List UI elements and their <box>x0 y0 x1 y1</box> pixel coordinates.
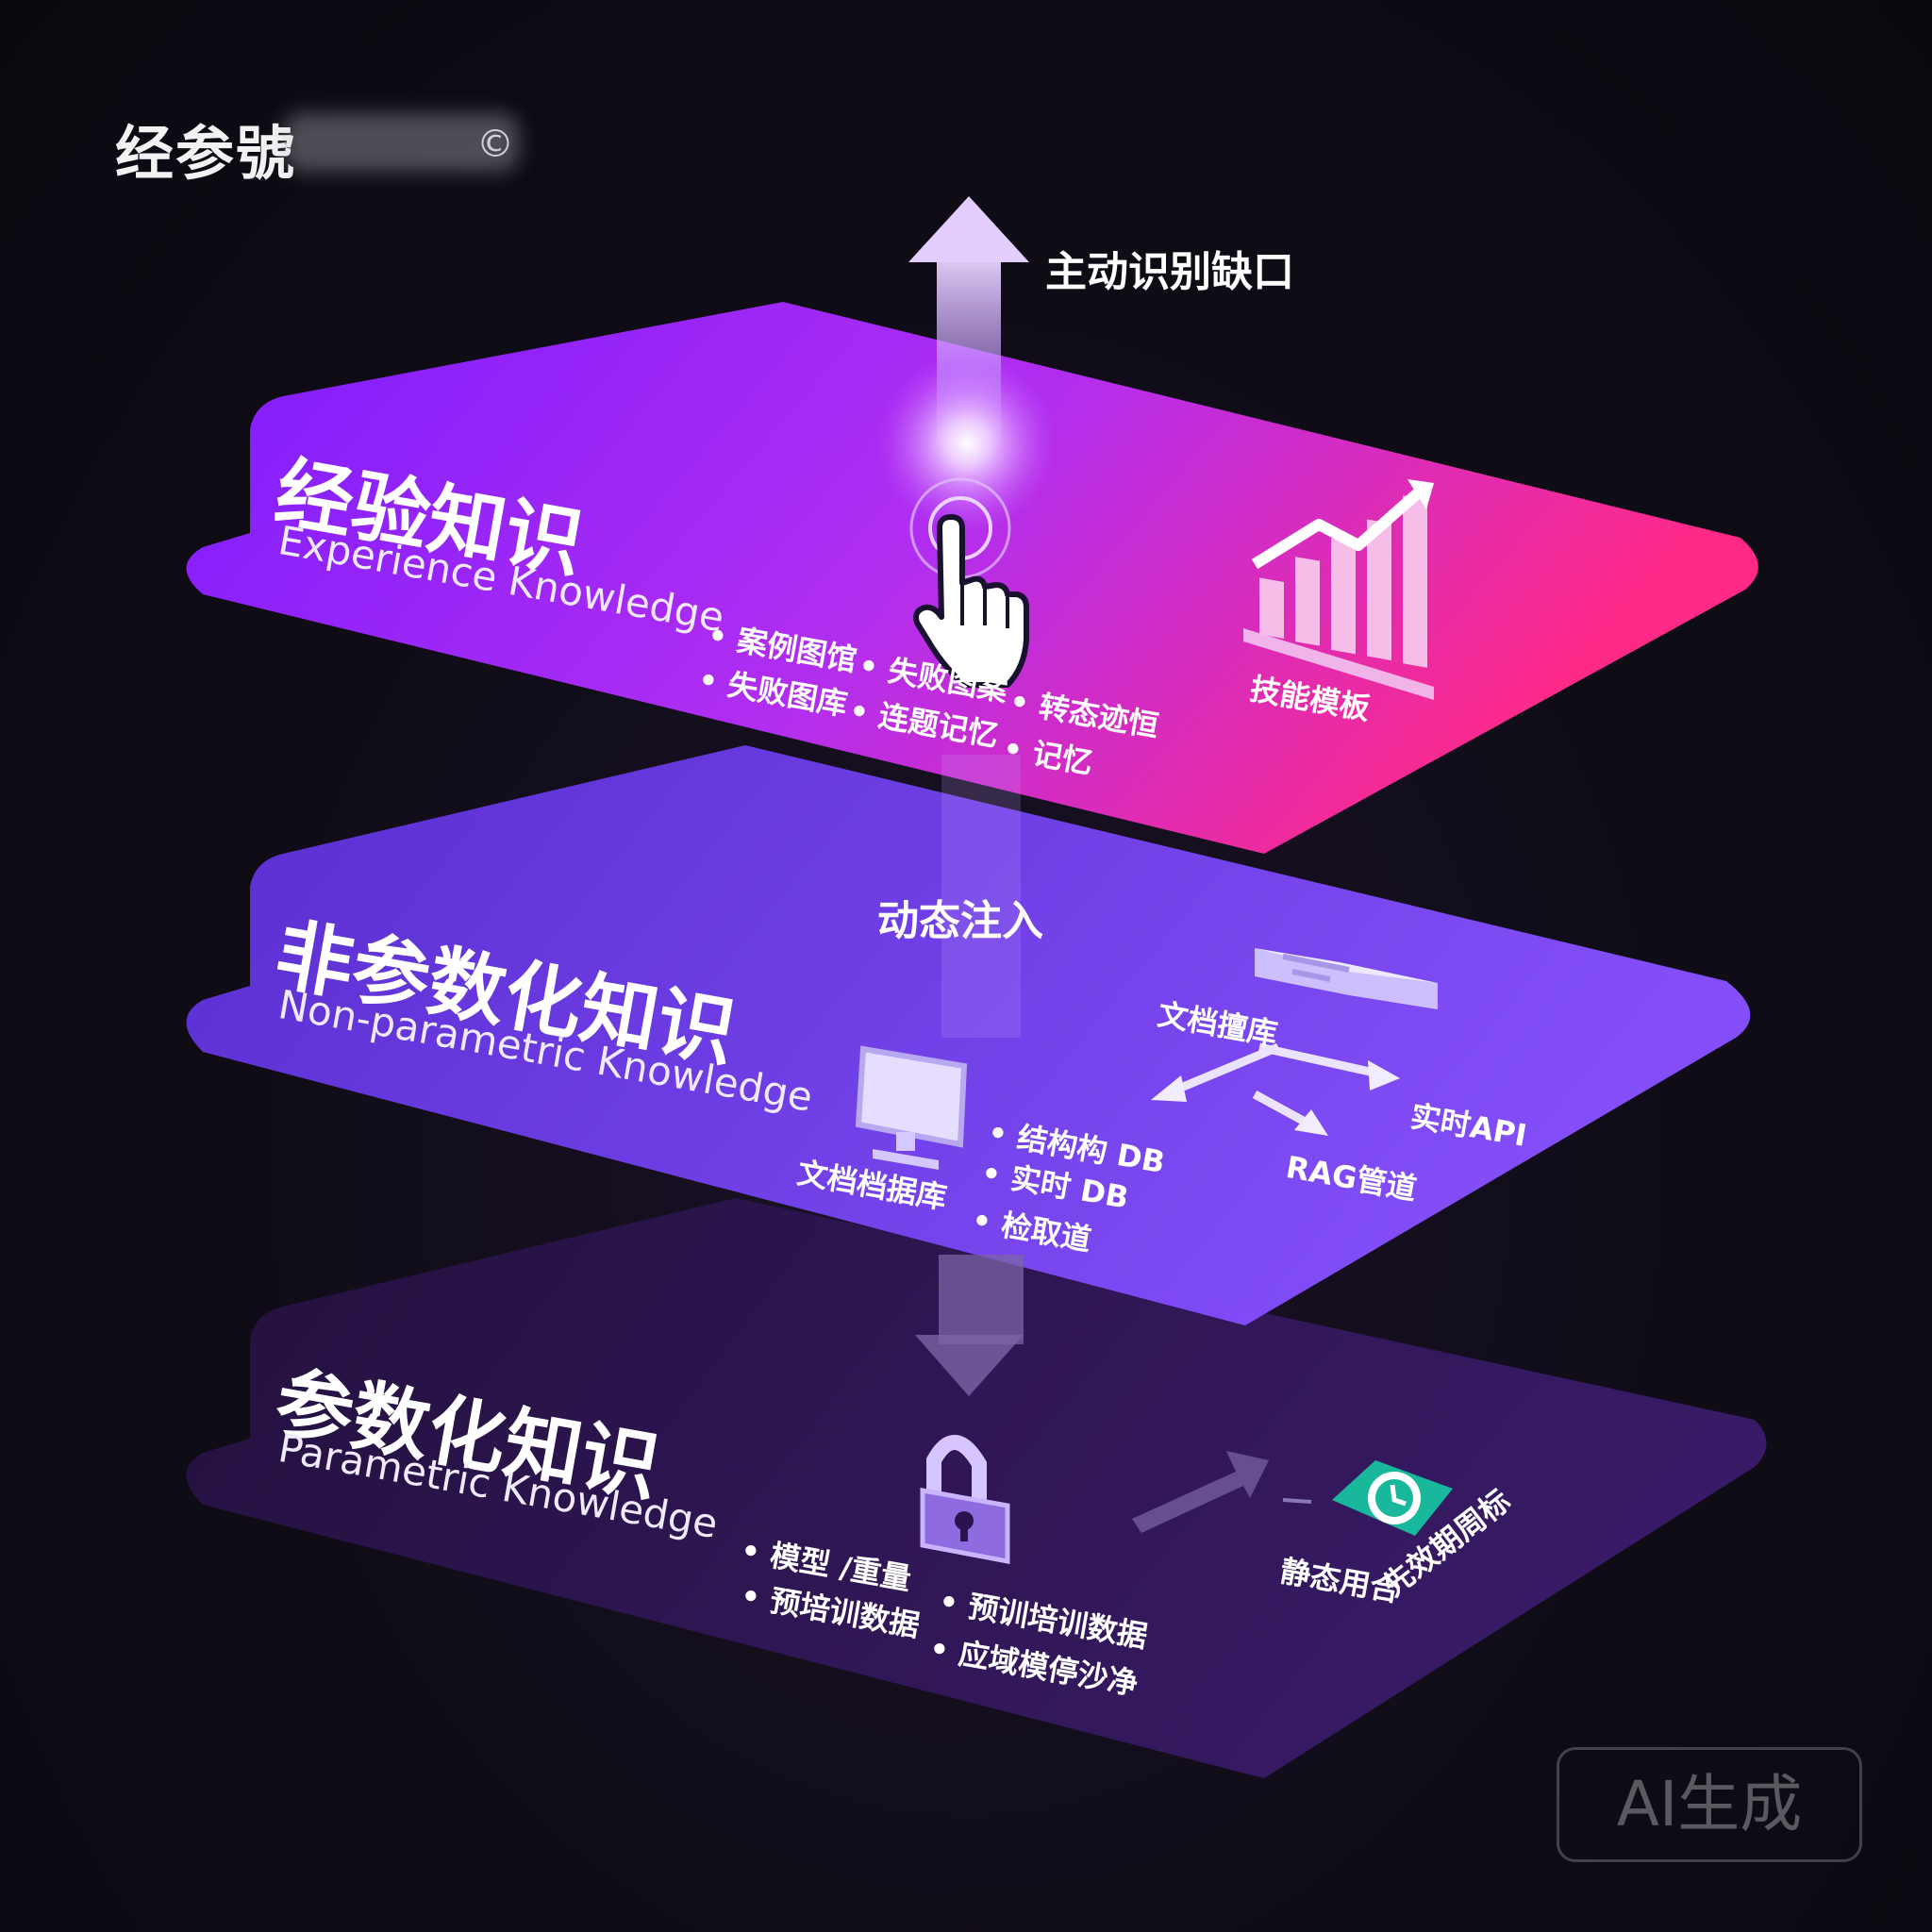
static-dash <box>1282 1498 1312 1504</box>
brand-obscured-mark <box>283 113 519 172</box>
route-arrowhead-down <box>1294 1109 1328 1136</box>
monitor-icon <box>855 1045 968 1170</box>
pointer-hand-icon <box>913 514 1029 688</box>
glow-spark <box>877 354 1057 533</box>
brand-copyright-symbol: © <box>476 123 514 166</box>
padlock-icon <box>920 1435 1010 1565</box>
down-arrow-head <box>915 1335 1024 1396</box>
document-card-icon <box>1255 948 1438 1009</box>
route-arrowhead-right <box>1368 1060 1400 1091</box>
ai-generated-watermark: AI生成 <box>1557 1747 1862 1862</box>
flow-label-inject: 动态注入 <box>877 897 1043 945</box>
clock-badge-icon <box>1332 1460 1453 1536</box>
growth-chart-icon <box>1243 479 1434 700</box>
route-arrowhead-left <box>1151 1075 1187 1102</box>
non-parametric-layer-plate <box>186 745 1751 1325</box>
brand-logo: 经参號 <box>115 119 297 188</box>
up-arrow-head <box>908 196 1029 262</box>
routing-arrows-icon <box>1163 1042 1388 1126</box>
inject-flow-shaft <box>941 755 1021 1038</box>
flow-label-up: 主动识别缺口 <box>1045 248 1294 296</box>
static-arrow <box>1132 1451 1269 1533</box>
down-flow-shaft <box>939 1255 1024 1344</box>
